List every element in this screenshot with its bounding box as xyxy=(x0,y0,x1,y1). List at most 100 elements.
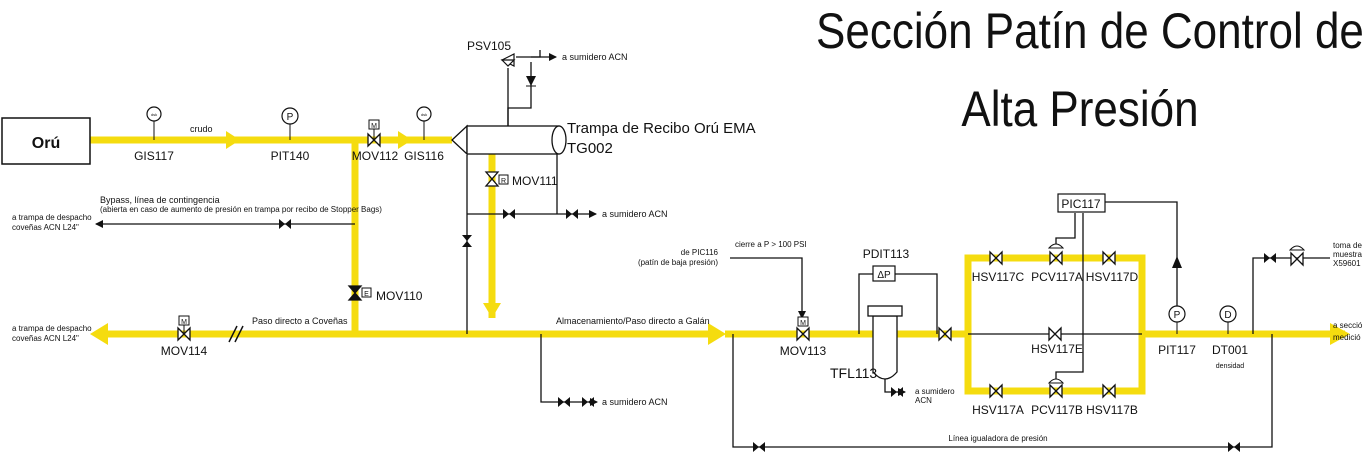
gis117-tag: GIS117 xyxy=(134,149,174,163)
mov112-tag: MOV112 xyxy=(352,149,399,163)
note-seccion-1: a secció xyxy=(1333,321,1362,330)
seccion-medicion-arrow xyxy=(1330,323,1350,345)
sample-line xyxy=(1252,257,1330,334)
valve-hsv117e[interactable]: HSV117E xyxy=(1031,326,1083,356)
valve-hsv117b[interactable]: HSV117B xyxy=(1086,383,1138,417)
hsv117e-tag: HSV117E xyxy=(1031,342,1083,356)
controller-pic117[interactable]: PIC117 xyxy=(1057,193,1106,213)
motor-valve-mov114[interactable]: M MOV114 xyxy=(161,315,208,358)
note-bypass-1: Bypass, línea de contingencia xyxy=(100,195,220,205)
pic-sensing-line xyxy=(1105,201,1178,308)
main-line-arrows xyxy=(90,131,1350,345)
pdit113-tag: PDIT113 xyxy=(863,247,910,261)
dt001-note: densidad xyxy=(1216,363,1245,370)
note-crudo: crudo xyxy=(190,124,213,134)
valve-hsv117a[interactable]: HSV117A xyxy=(972,383,1024,417)
pit117-symbol: P xyxy=(1174,310,1181,321)
note-bypass-2: (abierta en caso de aumento de presión e… xyxy=(100,205,382,214)
sample-valve xyxy=(1264,253,1276,263)
motor-valve-mov112[interactable]: M MOV112 xyxy=(352,119,399,163)
motor-valve-mov113[interactable]: M MOV113 xyxy=(780,316,827,358)
note-despacho-bot-2: coveñas ACN L24" xyxy=(12,334,79,343)
note-sumidero-header: a sumidero ACN xyxy=(602,397,668,407)
mov110-tag: MOV110 xyxy=(376,289,423,303)
inlet-flow-arrow xyxy=(398,131,412,149)
source-box: Orú xyxy=(1,117,91,165)
psv-outlet-line xyxy=(516,50,541,58)
note-despacho-bot-1: a trampa de despacho xyxy=(12,324,92,333)
note-linea-igualadora: Línea igualadora de presión xyxy=(948,434,1047,443)
trap-drain-valve-1 xyxy=(503,209,515,219)
pcv117b-tag: PCV117B xyxy=(1031,403,1083,417)
transmitter-pit117[interactable]: P PIT117 xyxy=(1158,305,1196,357)
motor-valve-mov111[interactable]: R MOV111 xyxy=(484,171,558,188)
mov111-symbol: R xyxy=(501,178,506,185)
note-sumidero-trap: a sumidero ACN xyxy=(602,209,668,219)
valve-hsv117c[interactable]: HSV117C xyxy=(972,250,1025,284)
mov110-symbol: E xyxy=(364,291,369,298)
note-sumidero-psv: a sumidero ACN xyxy=(562,52,628,62)
trap-down-arrow xyxy=(483,303,501,318)
note-seccion-2: medició xyxy=(1333,333,1361,342)
valve-pcv117a[interactable]: PCV117A xyxy=(1031,243,1083,284)
mov114-symbol: M xyxy=(181,319,187,326)
main-process-lines xyxy=(90,136,1345,395)
pcv117a-tag: PCV117A xyxy=(1031,270,1083,284)
hsv117d-tag: HSV117D xyxy=(1086,270,1139,284)
crudo-flow-arrow xyxy=(226,131,240,149)
note-toma-3: X59601 xyxy=(1333,259,1361,268)
valve-pcv117b[interactable]: PCV117B xyxy=(1031,378,1083,417)
receiving-trap-tg002: Trampa de Recibo Orú EMA TG002 xyxy=(451,120,756,157)
note-almacenamiento: Almacenamiento/Paso directo a Galán xyxy=(556,316,710,326)
gis117-symbol: dsk xyxy=(151,112,157,117)
pic116-signal xyxy=(730,257,806,319)
check-valve-covenas xyxy=(228,325,244,343)
transmitter-pit140[interactable]: P PIT140 xyxy=(271,107,310,163)
pic-signal-b xyxy=(1055,213,1084,383)
gauge-gis117[interactable]: dsk GIS117 xyxy=(134,106,174,163)
note-de-pic116-1: de PIC116 xyxy=(681,248,719,257)
tfl-drain-valve xyxy=(891,387,903,397)
pit140-tag: PIT140 xyxy=(271,149,310,163)
gis116-tag: GIS116 xyxy=(404,149,444,163)
pressure-equalizing-line xyxy=(732,334,1273,448)
equalizer-valve-1 xyxy=(753,442,765,452)
pit140-symbol: P xyxy=(287,112,294,123)
valve-downstream-tfl[interactable] xyxy=(938,326,952,342)
hsv117b-tag: HSV117B xyxy=(1086,403,1138,417)
trap-bypass-valve xyxy=(462,235,472,247)
valve-hsv117d[interactable]: HSV117D xyxy=(1086,250,1139,284)
mov113-tag: MOV113 xyxy=(780,344,827,358)
page-title-line-2: Alta Presión xyxy=(961,81,1199,137)
tfl113-tag: TFL113 xyxy=(830,365,877,381)
dt001-tag: DT001 xyxy=(1212,343,1248,357)
motor-valve-mov110[interactable]: E MOV110 xyxy=(347,285,423,303)
mov111-tag: MOV111 xyxy=(512,174,558,188)
bypass-valve xyxy=(279,219,291,229)
psv-vent-line xyxy=(507,62,532,128)
mov113-symbol: M xyxy=(800,320,806,327)
trap-tag: TG002 xyxy=(567,140,613,157)
note-despacho-top-1: a trampa de despacho xyxy=(12,213,92,222)
trap-name: Trampa de Recibo Orú EMA xyxy=(567,120,756,137)
densitometer-dt001[interactable]: D DT001 densidad xyxy=(1212,305,1248,370)
pit117-tag: PIT117 xyxy=(1158,343,1196,357)
dt001-symbol: D xyxy=(1224,310,1231,321)
pic-arrow-up xyxy=(1172,256,1182,268)
mov114-tag: MOV114 xyxy=(161,344,208,358)
gate-valves-black xyxy=(279,209,1276,452)
check-valve-psv-line xyxy=(526,76,536,87)
sample-point-valve[interactable] xyxy=(1288,245,1306,267)
note-sumidero-tfl-1: a sumidero xyxy=(915,387,955,396)
pdit113-symbol: ΔP xyxy=(877,270,891,281)
page-title-line-1: Sección Patín de Control de xyxy=(816,3,1362,59)
note-paso-covenas: Paso directo a Coveñas xyxy=(252,316,348,326)
note-toma-2: muestras xyxy=(1333,250,1362,259)
despacho-bottom-arrow xyxy=(90,323,108,345)
pic-signal-a xyxy=(1055,213,1076,248)
gauge-gis116[interactable]: dsk GIS116 xyxy=(404,106,444,163)
safety-valve-psv105[interactable]: PSV105 xyxy=(467,39,516,67)
dp-transmitter-pdit113[interactable]: ΔP PDIT113 xyxy=(863,247,910,282)
note-cierre: cierre a P > 100 PSI xyxy=(735,240,807,249)
